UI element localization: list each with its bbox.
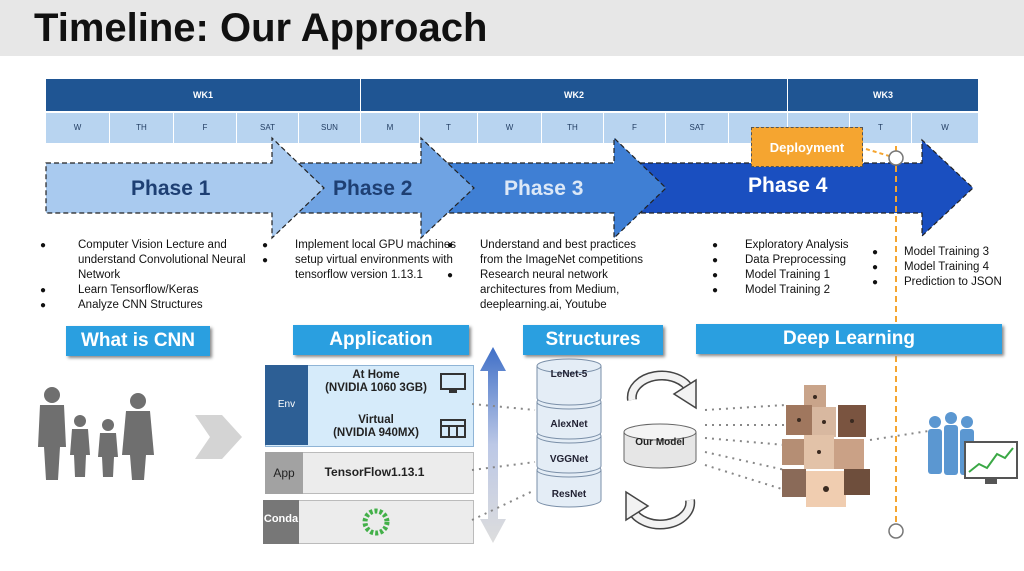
our-model-label: Our Model <box>635 437 685 448</box>
phase4-task-list: ●Exploratory Analysis ●Data Preprocessin… <box>712 238 872 298</box>
task-item: ●Data Preprocessing <box>712 254 846 266</box>
week-header-wk1: WK1 <box>46 79 361 111</box>
virtual-env: Virtual (NVIDIA 940MX) <box>315 414 437 440</box>
model-cycle <box>623 370 697 530</box>
phase3-label: Phase 3 <box>504 177 584 200</box>
home-env: At Home (NVIDIA 1060 3GB) <box>315 369 437 395</box>
task-item: ●Model Training 1 <box>712 269 831 281</box>
virtual-gpu-label: (NVIDIA 940MX) <box>333 427 419 439</box>
section-structures: Structures <box>523 325 663 355</box>
day-cell: TH <box>110 113 174 143</box>
task-item: ●setup virtual environments with tensorf… <box>262 254 453 281</box>
page-title: Timeline: Our Approach <box>34 6 488 50</box>
home-gpu-label: (NVIDIA 1060 3GB) <box>325 382 427 394</box>
day-cell: T <box>420 113 478 143</box>
family-silhouette-icon <box>38 387 242 480</box>
deployment-marker-top <box>888 150 904 166</box>
section-what-is-cnn: What is CNN <box>66 326 210 356</box>
env-label: Env <box>265 365 308 445</box>
structure-resnet: ResNet <box>551 489 587 500</box>
team-chart-icon <box>928 412 1018 484</box>
task-item: ●Model Training 4 <box>872 261 990 273</box>
day-cell: SAT <box>237 113 299 143</box>
phase2-task-list: ●Implement local GPU machines ●setup vir… <box>262 238 457 283</box>
day-cell: W <box>46 113 110 143</box>
app-label: App <box>265 452 303 494</box>
phase3-task-list: ●Understand and best practices from the … <box>447 238 662 313</box>
task-item: ●Model Training 2 <box>712 284 831 296</box>
conda-logo-icon <box>362 508 390 536</box>
task-item: ●Implement local GPU machines <box>262 239 457 251</box>
our-model-cylinder <box>623 423 697 469</box>
monitor-icon <box>440 373 466 393</box>
task-item: ●Analyze CNN Structures <box>40 299 203 311</box>
task-item: ●Model Training 3 <box>872 246 990 258</box>
task-item: ●Research neural network architectures f… <box>447 269 620 311</box>
home-label: At Home <box>352 369 400 381</box>
virtual-label: Virtual <box>358 414 394 426</box>
phase1-task-list: ●Computer Vision Lecture and understand … <box>40 238 260 313</box>
title-bar <box>0 0 1024 56</box>
structure-alexnet: AlexNet <box>550 419 588 430</box>
phase5-task-list: ●Model Training 3 ●Model Training 4 ●Pre… <box>872 245 1022 290</box>
phase2-label: Phase 2 <box>333 177 413 200</box>
tensorflow-label: TensorFlow1.13.1 <box>324 465 425 479</box>
task-item: ●Computer Vision Lecture and understand … <box>40 239 246 281</box>
week-header-wk3: WK3 <box>788 79 979 111</box>
phase3-arrow <box>447 136 667 240</box>
day-cell: F <box>174 113 237 143</box>
structure-vggnet: VGGNet <box>549 454 589 465</box>
phase4-label: Phase 4 <box>748 174 828 197</box>
deployment-marker-bottom <box>888 523 904 539</box>
day-cell: F <box>604 113 666 143</box>
day-cell: SAT <box>666 113 729 143</box>
day-cell: M <box>361 113 420 143</box>
day-cell: W <box>478 113 542 143</box>
phase2-arrow <box>291 136 475 240</box>
structures-cylinder-stack <box>536 358 602 508</box>
structure-lenet: LeNet-5 <box>550 369 588 380</box>
day-cell: SUN <box>299 113 361 143</box>
conda-label: Conda <box>263 500 299 544</box>
day-cell: TH <box>542 113 604 143</box>
week-header-wk2: WK2 <box>361 79 788 111</box>
face-grid-image <box>782 385 870 507</box>
phase1-arrow <box>45 136 325 240</box>
stack-double-arrow-icon <box>480 347 506 543</box>
section-deep-learning: Deep Learning <box>696 324 1002 354</box>
flow-arrow-icon <box>195 415 242 459</box>
server-grid-icon <box>440 419 466 438</box>
day-cell: W <box>912 113 979 143</box>
task-item: ●Exploratory Analysis <box>712 239 849 251</box>
phase1-label: Phase 1 <box>131 177 211 200</box>
task-item: ●Learn Tensorflow/Keras <box>40 284 199 296</box>
task-item: ●Understand and best practices from the … <box>447 239 643 266</box>
task-item: ●Prediction to JSON <box>872 276 1002 288</box>
phase4-arrow <box>639 138 974 238</box>
deployment-box: Deployment <box>751 127 863 167</box>
section-application: Application <box>293 325 469 355</box>
